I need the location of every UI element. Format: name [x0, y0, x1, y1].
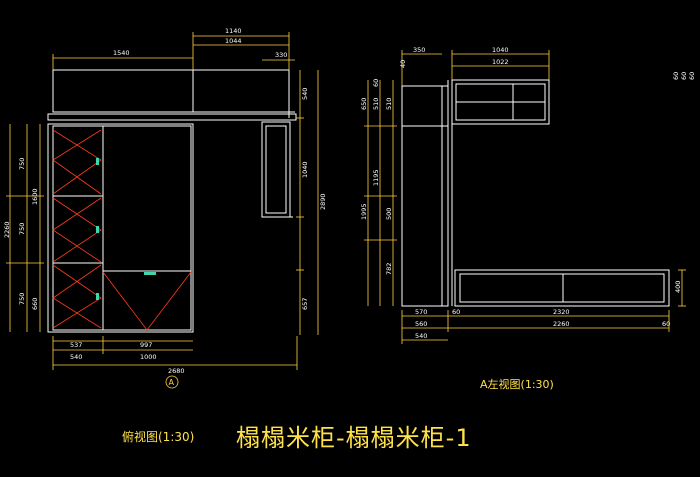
dim-text: 60 — [372, 79, 380, 87]
dim-text: 540 — [301, 88, 309, 100]
dim-text: 570 — [415, 308, 427, 316]
section-marker-circle — [165, 375, 179, 389]
dim-text: 782 — [385, 263, 393, 275]
dim-text: 1044 — [225, 37, 242, 45]
dim-text: 60 — [680, 72, 688, 80]
dim-text: 60 — [452, 308, 460, 316]
dim-text: 1040 — [301, 161, 309, 178]
dim-text: 60 — [688, 72, 696, 80]
top-view-label: 俯视图(1:30) — [122, 430, 195, 444]
dim-text: 657 — [301, 298, 309, 310]
dim-text: 510 — [385, 98, 393, 110]
section-marker-text: A — [169, 378, 175, 387]
dim-text: 1000 — [140, 353, 157, 361]
left-view-label: A左视图(1:30) — [480, 378, 554, 391]
drawing-title: 榻榻米柜-榻榻米柜-1 — [236, 424, 472, 452]
dim-text: 560 — [415, 320, 427, 328]
dim-text: 2320 — [553, 308, 570, 316]
dim-text: 350 — [413, 46, 425, 54]
dim-text: 650 — [360, 98, 368, 110]
dim-text: 60 — [672, 72, 680, 80]
dim-text: 40 — [399, 60, 407, 68]
dim-text: 510 — [372, 98, 380, 110]
dim-text: 750 — [18, 293, 26, 305]
dim-text: 2890 — [319, 193, 327, 210]
dim-text: 330 — [275, 51, 287, 59]
tatami-base-outline — [454, 269, 670, 307]
dim-text: 540 — [70, 353, 82, 361]
dim-text: 60 — [662, 320, 670, 328]
upper-cabinet-right — [192, 69, 290, 113]
dim-text: 500 — [385, 208, 393, 220]
dim-text: 1040 — [492, 46, 509, 54]
dim-text: 660 — [31, 298, 39, 310]
dim-text: 750 — [18, 158, 26, 170]
dim-text: 2680 — [168, 367, 185, 375]
tall-door — [102, 125, 192, 272]
left-view-drawing: 350 1040 1022 40 650 60 510 510 1195 500… — [360, 46, 696, 344]
upper-cabinet-left — [52, 69, 194, 113]
dim-text: 997 — [140, 341, 152, 349]
handle-mark — [96, 158, 99, 165]
dim-text: 1140 — [225, 27, 242, 35]
top-view-drawing: 1140 1044 1540 330 540 1040 2890 657 226… — [3, 27, 327, 389]
dim-text: 1600 — [31, 188, 39, 205]
handle-mark — [96, 226, 99, 233]
dim-text: 1995 — [360, 203, 368, 220]
dim-text: 540 — [415, 332, 427, 340]
dim-text: 750 — [18, 223, 26, 235]
dim-text: 400 — [674, 281, 682, 293]
dim-text: 1195 — [372, 169, 380, 186]
dim-text: 537 — [70, 341, 82, 349]
dim-text: 1022 — [492, 58, 509, 66]
handle-mark — [96, 293, 99, 300]
tall-unit-outline — [401, 85, 443, 307]
dim-text: 2260 — [3, 221, 11, 238]
main-cabinet-body — [47, 123, 194, 333]
upper-shelf-outline — [451, 79, 550, 125]
handle-mark — [144, 272, 156, 275]
dim-text: 2260 — [553, 320, 570, 328]
lower-door — [102, 270, 192, 331]
dim-text: 1540 — [113, 49, 130, 57]
